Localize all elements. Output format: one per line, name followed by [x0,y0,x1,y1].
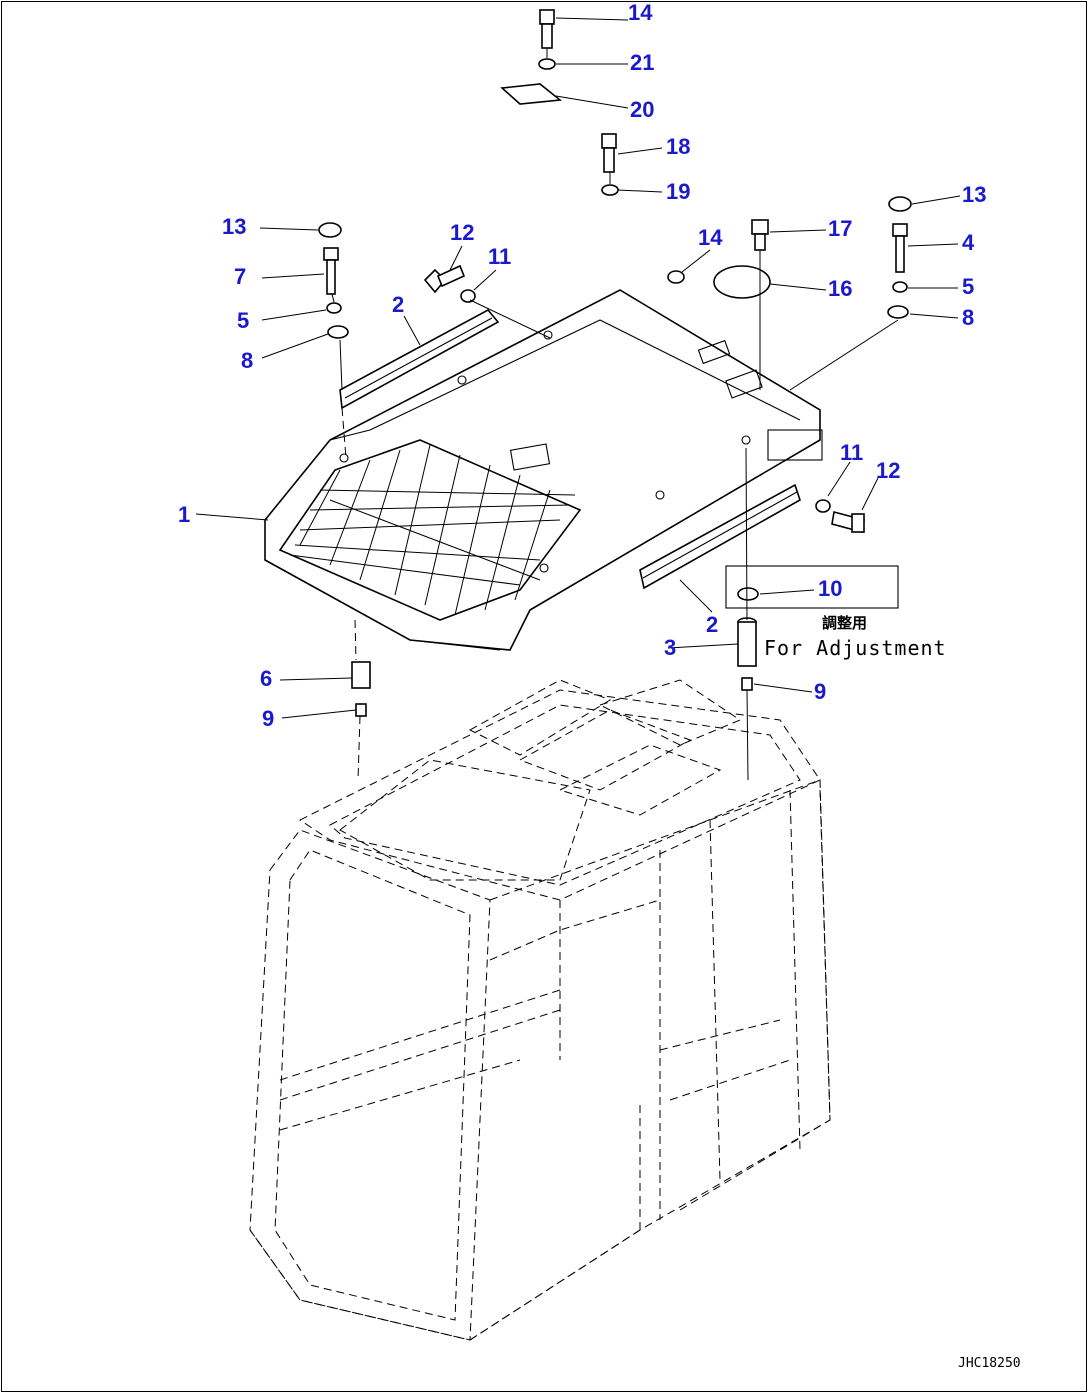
drawing-code: JHC18250 [958,1356,1021,1371]
callout-11-top: 11 [488,244,511,269]
callout-3: 3 [664,635,676,660]
callout-14: 14 [698,225,723,250]
callout-9-left: 9 [262,706,274,731]
callout-2-left: 2 [392,292,404,317]
washer-18 [601,184,619,196]
callout-8-left: 8 [241,348,253,373]
callout-15: 16 [828,276,852,301]
bolt-12-right [831,511,865,533]
callout-2-right: 2 [706,612,718,637]
pad-15 [713,265,771,299]
callout-6: 6 [260,666,272,691]
plate-19 [500,83,563,105]
callout-21: 21 [630,50,654,75]
leader-lines [195,17,961,719]
callout-18: 19 [666,179,690,204]
bolt-17 [601,133,617,173]
bolt-4 [892,223,908,273]
callout-13-left: 13 [222,214,246,239]
callout-10: 10 [818,576,842,601]
callout-12-right: 12 [876,458,900,483]
washer-21 [538,58,556,70]
callout-17: 18 [666,134,690,159]
side-seal-right [639,483,801,590]
washer-11-right [815,499,831,513]
nut-9-left [355,703,367,717]
callout-8-right: 8 [962,305,974,330]
callout-labels: 14 21 20 18 19 13 7 5 8 12 11 2 14 17 16… [178,0,986,731]
shim-10 [725,565,899,609]
callout-20: 14 [628,0,653,25]
callout-16: 17 [828,216,852,241]
callout-5-right: 5 [962,274,974,299]
bolt-7 [323,247,339,295]
nut-14 [667,270,685,284]
callout-11-right: 11 [840,440,863,465]
callout-5-left: 5 [237,308,249,333]
spacer-3 [737,617,757,667]
cab-frame [249,679,831,1341]
callout-1: 1 [178,502,190,527]
adjustment-note-jp: 調整用 [822,614,867,632]
spacer-6 [351,661,371,689]
washer-5-right [892,281,908,293]
assembly-lines [331,48,899,781]
side-seal-left [339,308,500,410]
callout-19: 20 [630,97,654,122]
nut-9-right [741,677,753,691]
roof-panel [264,289,823,651]
callout-9-right: 9 [814,679,826,704]
washer-5-left [326,302,342,314]
adjustment-note-en: For Adjustment [764,636,947,660]
bolt-20 [539,9,555,49]
callout-7: 7 [234,264,246,289]
bolt-16 [751,219,769,251]
callout-13-right: 13 [962,182,986,207]
callout-4: 4 [962,230,975,255]
cap-13-right [888,196,912,212]
washer-8-left [327,325,349,339]
cap-13-left [318,222,342,238]
washer-8-right [887,305,909,319]
bolt-12-top [423,264,466,294]
washer-11-top [460,289,476,303]
callout-12-top: 12 [450,220,474,245]
